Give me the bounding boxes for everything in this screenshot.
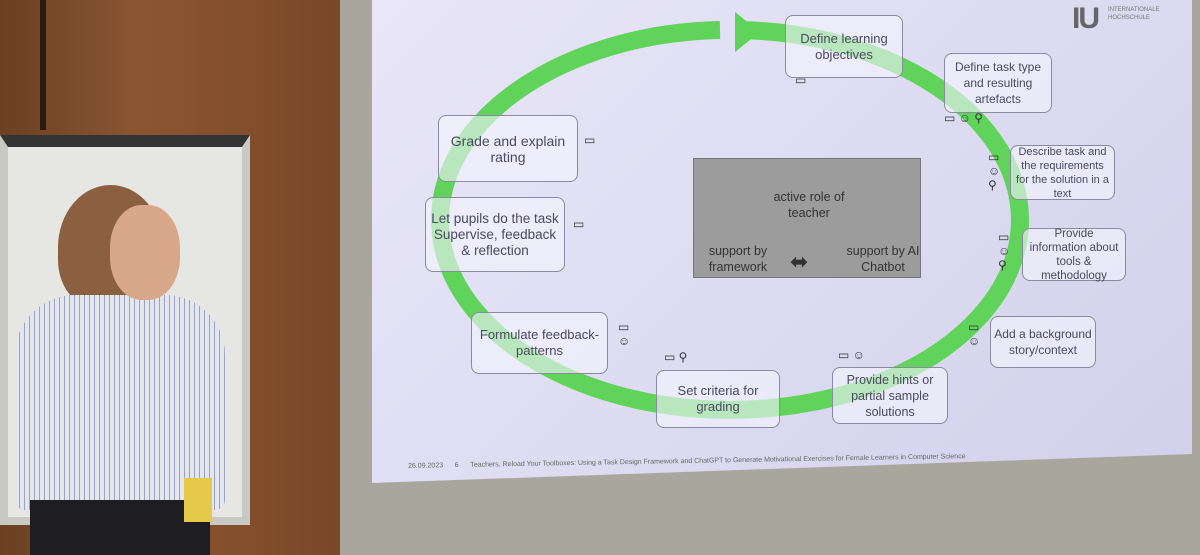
teacher-icon: ▭ <box>795 73 807 87</box>
legend-panel: active role of teacher support by framew… <box>693 158 921 278</box>
teacher-robot-framework-icons: ▭☺⚲ <box>988 150 1001 192</box>
presenter-shirt <box>15 295 225 510</box>
teacher-robot-icons: ▭ ☺ <box>838 348 865 362</box>
name-badge <box>184 478 212 522</box>
presenter-face <box>110 205 180 300</box>
direction-arrows-icon: ⬌ <box>790 249 809 274</box>
teacher-robot-framework-icons: ▭☺⚲ <box>998 230 1011 272</box>
step-feedback-patterns: Formulate feedback-patterns <box>471 312 608 374</box>
step-set-criteria: Set criteria for grading <box>656 370 780 428</box>
step-grade-rating: Grade and explain rating <box>438 115 578 182</box>
legend-ai: support by AI Chatbot <box>846 244 920 274</box>
step-pupils-do-task: Let pupils do the task Supervise, feedba… <box>425 197 565 272</box>
iu-logo-text: INTERNATIONALE HOCHSCHULE <box>1108 7 1160 21</box>
step-provide-information: Provide information about tools & method… <box>1022 228 1126 282</box>
step-describe-task: Describe task and the requirements for t… <box>1010 145 1115 200</box>
footer-page: 6 <box>454 461 459 470</box>
wall-seam <box>40 0 46 130</box>
iu-logo: IU <box>1072 2 1100 35</box>
teacher-framework-icons: ▭ ⚲ <box>664 350 688 364</box>
legend-framework: support by framework <box>708 244 768 274</box>
teacher-icon: ▭ <box>584 133 596 147</box>
step-define-objectives: Define learning objectives <box>785 15 903 78</box>
footer-date: 26.09.2023 <box>407 462 444 470</box>
cycle-arrowhead <box>735 12 760 52</box>
teacher-icon: ▭ <box>573 217 585 231</box>
step-background-story: Add a background story/context <box>990 316 1096 368</box>
step-provide-hints: Provide hints or partial sample solution… <box>832 367 948 424</box>
teacher-robot-icons: ▭☺ <box>618 320 631 348</box>
teacher-robot-icons: ▭☺ <box>968 320 981 348</box>
teacher-robot-framework-icons: ▭ ☺ ⚲ <box>944 111 984 125</box>
presenter-trousers <box>30 500 210 555</box>
step-define-task-type: Define task type and resulting artefacts <box>944 53 1052 113</box>
legend-teacher: active role of teacher <box>773 190 845 220</box>
